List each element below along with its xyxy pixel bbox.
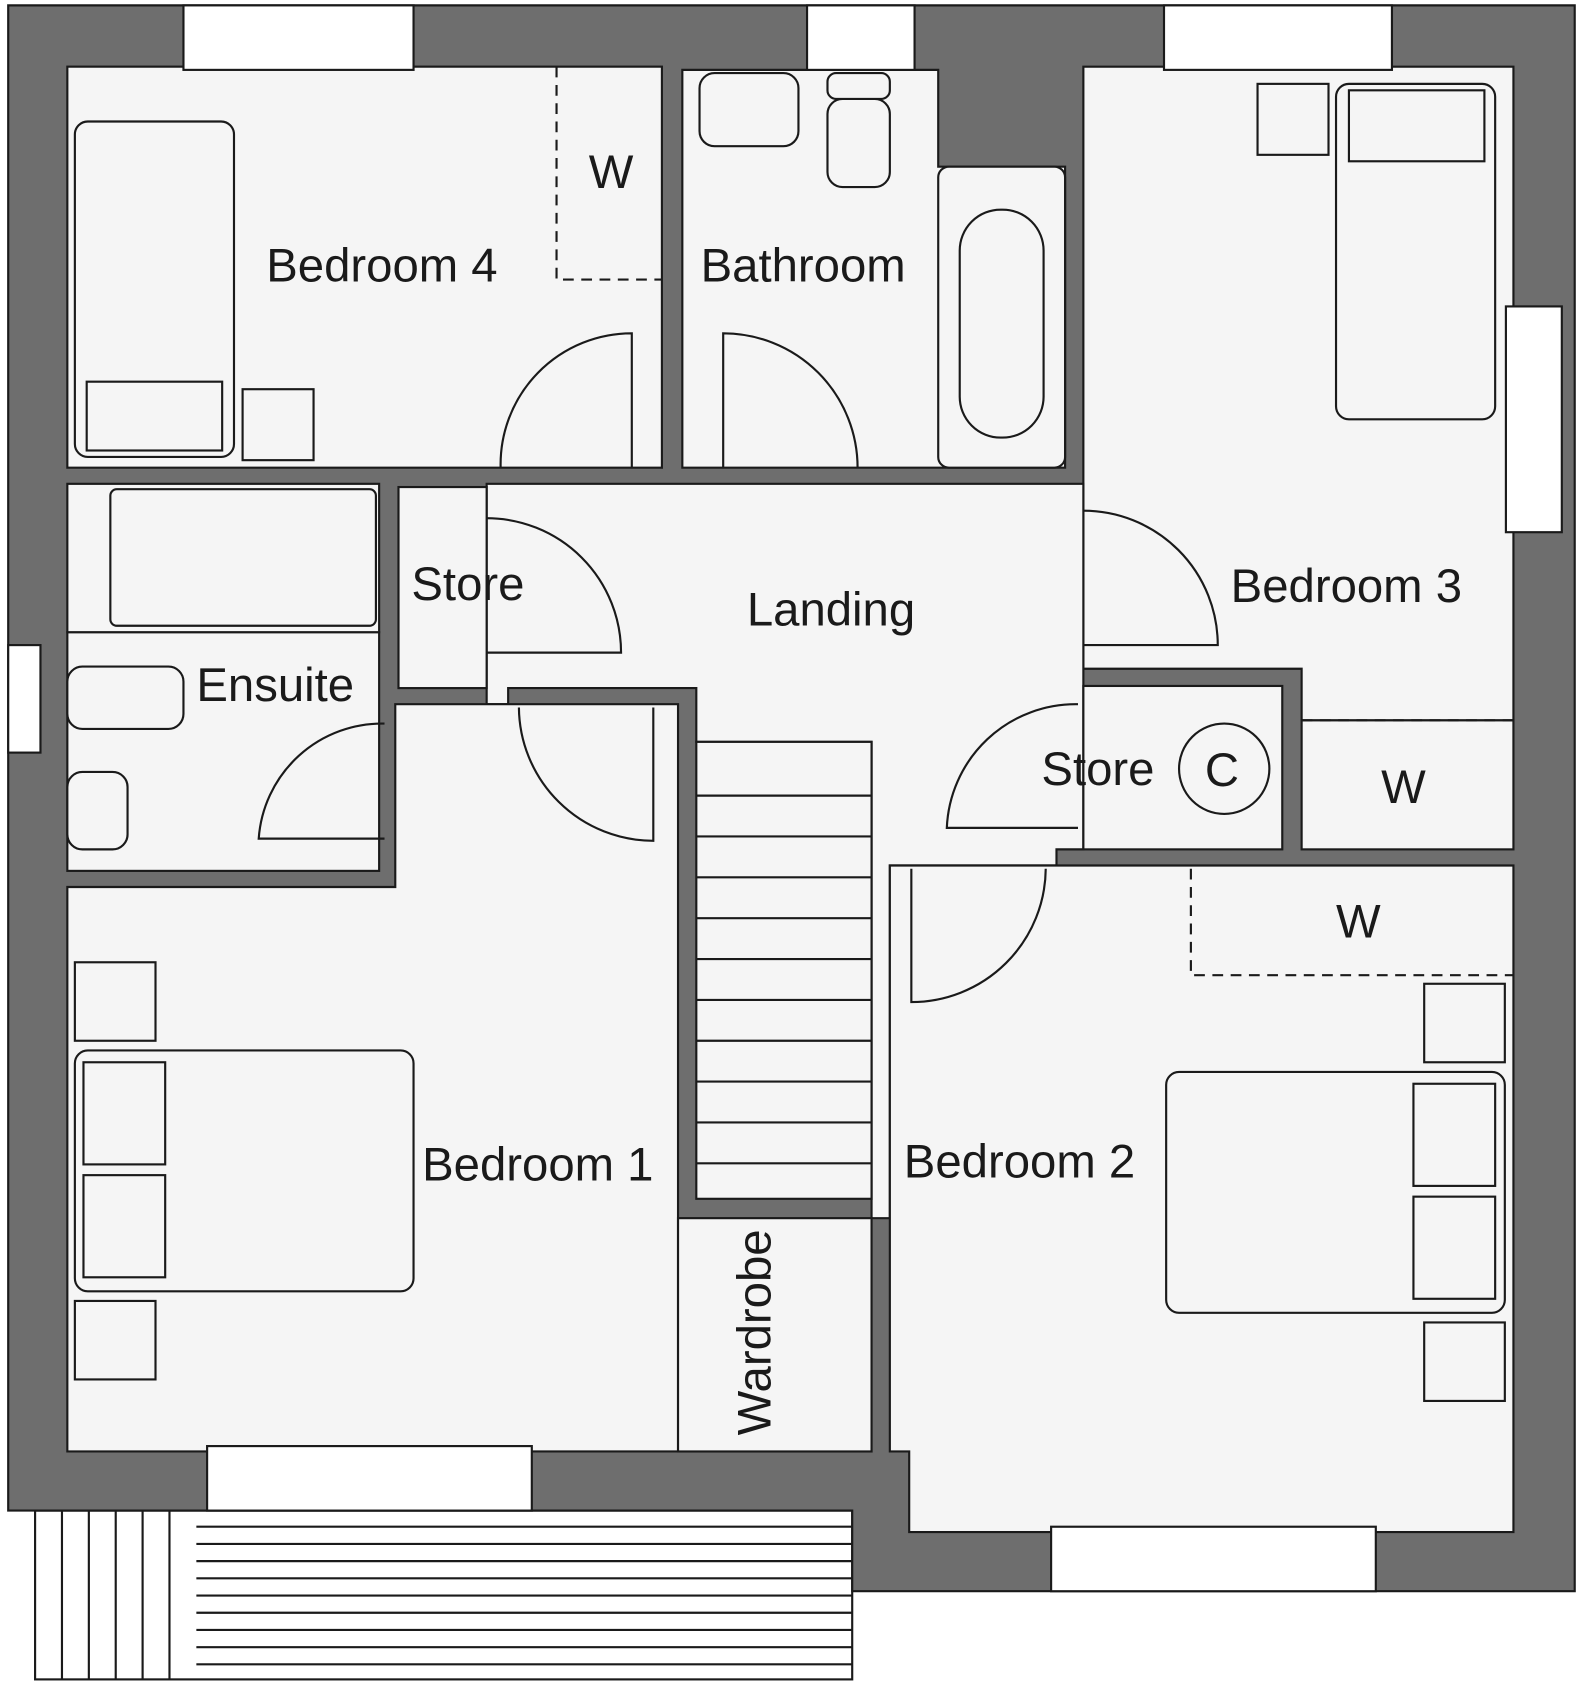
bedside-table [1256,82,1330,156]
label-ensuite: Ensuite [196,659,354,712]
bedside-table [1423,1321,1506,1403]
pillow [85,380,224,452]
bath-inner [958,208,1045,439]
label-bedroom-4: Bedroom 4 [266,240,497,293]
label-bedroom-3: Bedroom 3 [1231,560,1462,613]
bed [73,120,236,459]
basin [66,770,129,851]
bedside-table [1423,982,1506,1064]
room-labels: Bedroom 4 W Bathroom Bedroom 3 Store Lan… [196,146,1462,1435]
stair-treads [696,794,872,1165]
wardrobe-outline [1189,868,1514,977]
pillow [1412,1082,1497,1187]
room-store-left [397,485,488,690]
toilet-cistern [826,72,891,100]
windows [7,4,1563,1593]
pillow [1412,1195,1497,1300]
cylinder [1177,722,1271,815]
label-cylinder: C [1205,744,1239,797]
wardrobe-outline [555,66,662,281]
toilet [826,97,891,189]
label-w: W [589,146,634,199]
toilet [66,665,185,731]
window [206,1445,533,1512]
label-store: Store [411,558,524,611]
bed [1334,82,1497,421]
furniture [66,72,1506,1403]
label-store: Store [1041,743,1154,796]
bedside-table [241,388,315,462]
bedside-table [73,961,157,1042]
pillow [82,1174,167,1279]
label-bedroom-1: Bedroom 1 [422,1139,653,1192]
window [7,644,42,754]
room-wardrobe-right [1300,719,1515,851]
window [1162,4,1394,71]
label-bedroom-2: Bedroom 2 [904,1135,1135,1188]
label-landing: Landing [747,584,915,637]
label-wardrobe: Wardrobe [728,1229,781,1435]
label-bathroom: Bathroom [701,240,906,293]
room-wardrobe [676,1217,873,1453]
door-swings [257,332,1219,1004]
window [1050,1525,1377,1593]
balcony-deck [34,1509,854,1681]
pillow [82,1061,167,1166]
label-w: W [1336,896,1381,949]
basin [698,72,800,148]
window [805,4,916,71]
window [182,4,415,71]
bedside-table [73,1299,157,1381]
window [1504,305,1563,534]
room-stairs [695,740,873,1200]
shower-tray [109,488,377,627]
pillow [1347,89,1486,163]
label-w: W [1381,761,1426,814]
